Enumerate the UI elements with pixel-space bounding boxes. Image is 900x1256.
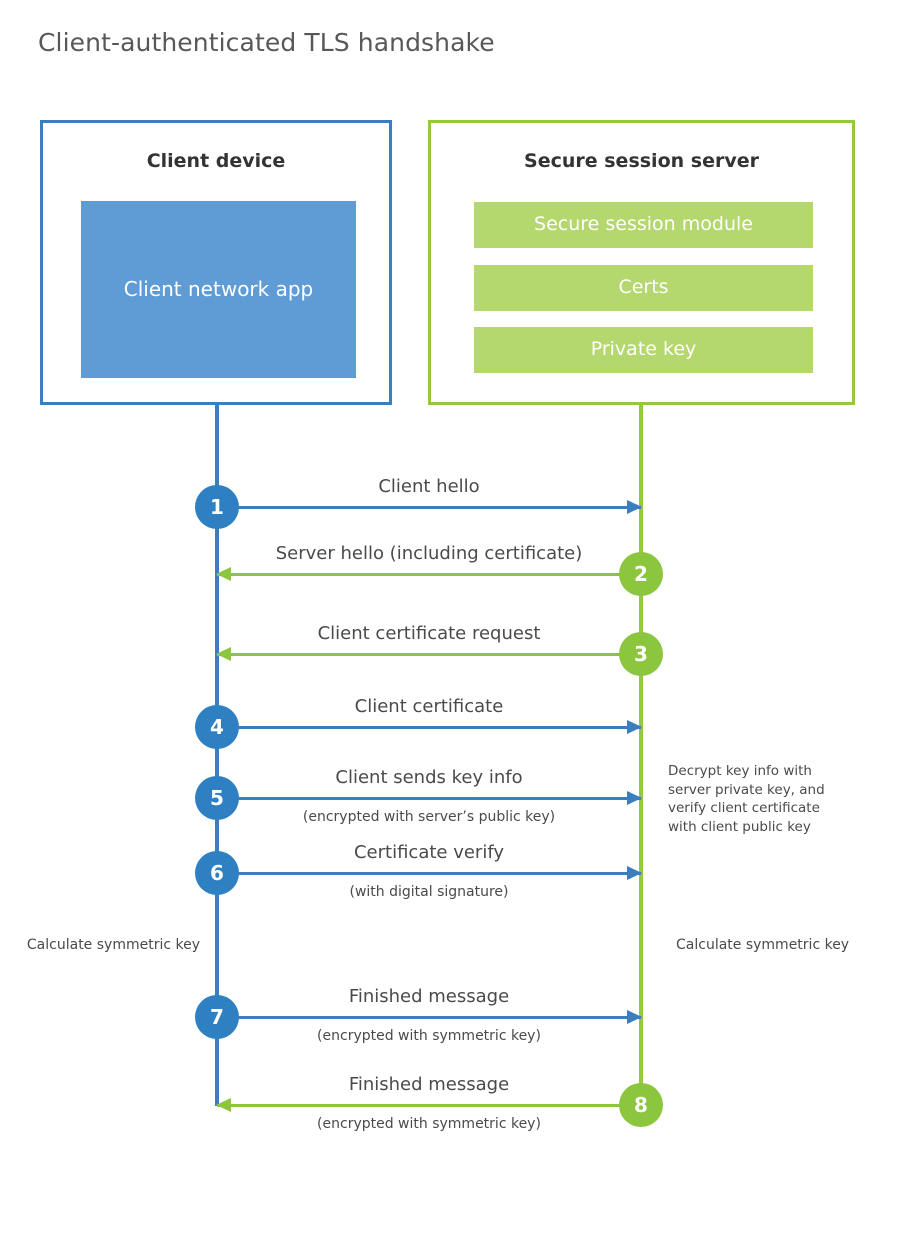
step-circle-1: 1 <box>195 485 239 529</box>
message-8-label: Finished message <box>348 1074 510 1095</box>
message-3-label: Client certificate request <box>317 623 541 644</box>
message-1-arrowhead-icon <box>627 500 642 514</box>
message-5-label: Client sends key info <box>335 767 523 788</box>
step-circle-3: 3 <box>619 632 663 676</box>
message-6-arrowhead-icon <box>627 866 642 880</box>
note-calculate-symmetric-key-server: Calculate symmetric key <box>676 937 850 953</box>
server-component-private-key: Private key <box>474 327 813 373</box>
message-7-sublabel: (encrypted with symmetric key) <box>317 1028 541 1044</box>
message-6-label: Certificate verify <box>353 842 505 863</box>
note-decrypt-key-info: Decrypt key info with server private key… <box>668 763 825 835</box>
message-7-label: Finished message <box>348 986 510 1007</box>
message-4-line <box>217 726 641 729</box>
message-8-sublabel: (encrypted with symmetric key) <box>317 1116 541 1132</box>
message-2-arrowhead-icon <box>216 567 231 581</box>
message-7-arrowhead-icon <box>627 1010 642 1024</box>
message-3-arrowhead-icon <box>216 647 231 661</box>
message-5-line <box>217 797 641 800</box>
message-5-sublabel: (encrypted with server’s public key) <box>302 809 556 825</box>
step-circle-4: 4 <box>195 705 239 749</box>
client-device-title: Client device <box>146 150 286 172</box>
message-6-line <box>217 872 641 875</box>
message-1-label: Client hello <box>378 476 480 497</box>
message-4-label: Client certificate <box>354 696 504 717</box>
server-component-certs: Certs <box>474 265 813 311</box>
message-2-line <box>217 573 641 576</box>
client-network-app-block: Client network app <box>81 201 356 378</box>
message-3-line <box>217 653 641 656</box>
step-circle-5: 5 <box>195 776 239 820</box>
message-7-line <box>217 1016 641 1019</box>
message-2-label: Server hello (including certificate) <box>275 543 583 564</box>
note-calculate-symmetric-key-client: Calculate symmetric key <box>26 937 200 953</box>
message-8-arrowhead-icon <box>216 1098 231 1112</box>
secure-session-server-title: Secure session server <box>524 150 759 172</box>
step-circle-8: 8 <box>619 1083 663 1127</box>
page-title: Client-authenticated TLS handshake <box>38 28 495 57</box>
message-8-line <box>217 1104 641 1107</box>
message-6-sublabel: (with digital signature) <box>349 884 509 900</box>
step-circle-7: 7 <box>195 995 239 1039</box>
message-5-arrowhead-icon <box>627 791 642 805</box>
server-component-secure-session-module: Secure session module <box>474 202 813 248</box>
client-lifeline <box>215 402 219 1106</box>
step-circle-6: 6 <box>195 851 239 895</box>
server-lifeline <box>639 402 643 1106</box>
client-device-box: Client device Client network app <box>40 120 392 405</box>
message-4-arrowhead-icon <box>627 720 642 734</box>
message-1-line <box>217 506 641 509</box>
secure-session-server-box: Secure session server Secure session mod… <box>428 120 855 405</box>
step-circle-2: 2 <box>619 552 663 596</box>
